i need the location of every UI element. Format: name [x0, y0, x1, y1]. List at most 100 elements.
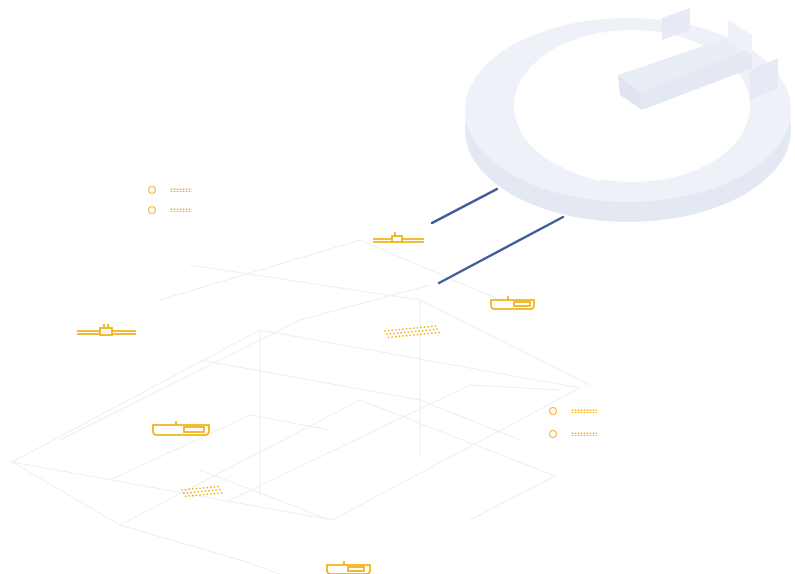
- trace-dot: [389, 332, 392, 335]
- trace-dot: [418, 330, 421, 332]
- trace-dot: [213, 486, 216, 488]
- legend-item: [148, 184, 192, 196]
- trace-dot: [400, 331, 403, 334]
- trace-dot: [405, 334, 408, 337]
- trace-dot: [398, 335, 401, 338]
- legend-item: [549, 405, 597, 417]
- trace-dot: [202, 487, 205, 489]
- trace-dot: [409, 327, 412, 330]
- circle-outline-icon: [549, 430, 557, 438]
- device-module-icon: [152, 421, 210, 436]
- trace-dot: [220, 492, 223, 494]
- power-symbol-icon: [465, 8, 791, 222]
- trace-dot: [186, 491, 189, 494]
- trace-dot: [409, 334, 412, 337]
- trace-dot: [209, 486, 212, 489]
- trace-dot: [432, 328, 435, 331]
- trace-dot: [430, 325, 433, 328]
- legend-item: [549, 428, 597, 440]
- trace-dot: [425, 329, 428, 332]
- trace-dot: [215, 489, 218, 491]
- trace-dot: [213, 492, 216, 495]
- trace-dot: [420, 333, 422, 336]
- trace-dot: [217, 492, 219, 495]
- connector-icon: [373, 232, 424, 243]
- dotted-trace-icon: [181, 485, 223, 498]
- trace-dot: [405, 328, 408, 330]
- trace-dot: [387, 336, 390, 339]
- trace-dot: [407, 331, 410, 333]
- trace-dot: [394, 335, 397, 338]
- trace-dot: [204, 490, 207, 492]
- dotted-trace-icon: [571, 409, 597, 413]
- device-module-icon: [490, 296, 535, 310]
- trace-dot: [402, 335, 404, 337]
- trace-dot: [391, 329, 394, 332]
- trace-dot: [197, 490, 200, 493]
- trace-dot: [394, 329, 397, 331]
- connection-lines: [430, 187, 565, 285]
- circle-outline-icon: [549, 407, 557, 415]
- trace-dot: [184, 495, 187, 498]
- connection-line: [430, 187, 499, 225]
- trace-dot: [396, 332, 399, 334]
- dotted-trace-icon: [170, 188, 192, 192]
- trace-dot: [211, 489, 214, 492]
- trace-dot: [416, 333, 419, 336]
- trace-dot: [427, 325, 430, 328]
- trace-dot: [181, 489, 183, 491]
- trace-dot: [430, 332, 433, 335]
- trace-dot: [209, 493, 212, 495]
- trace-dot: [385, 333, 388, 336]
- trace-dot: [414, 330, 417, 333]
- trace-dot: [200, 490, 203, 493]
- trace-dot: [199, 487, 201, 490]
- trace-dot: [434, 331, 437, 334]
- trace-dot: [412, 327, 415, 330]
- circle-outline-icon: [148, 186, 156, 194]
- trace-dot: [387, 329, 390, 332]
- trace-dot: [423, 333, 426, 335]
- connector-icon: [77, 324, 136, 336]
- trace-dot: [423, 326, 426, 328]
- dotted-trace-icon: [571, 432, 597, 436]
- trace-dot: [202, 493, 205, 496]
- trace-dot: [421, 329, 424, 332]
- trace-dot: [193, 491, 196, 493]
- legend-group: [148, 184, 192, 216]
- isometric-grid: [10, 239, 591, 574]
- trace-dot: [420, 326, 422, 329]
- trace-dot: [438, 331, 440, 334]
- trace-dot: [218, 488, 221, 491]
- trace-dot: [412, 334, 415, 336]
- trace-dot: [384, 330, 386, 332]
- trace-dot: [206, 493, 209, 496]
- trace-dot: [402, 328, 404, 331]
- legend-group: [549, 405, 597, 440]
- trace-dot: [411, 330, 413, 333]
- trace-dot: [398, 328, 401, 331]
- trace-dot: [188, 488, 191, 491]
- trace-dot: [393, 332, 395, 335]
- trace-dot: [195, 494, 198, 497]
- trace-dot: [206, 486, 209, 489]
- trace-dot: [190, 491, 192, 494]
- trace-dot: [434, 325, 437, 327]
- circle-outline-icon: [148, 206, 156, 214]
- trace-dot: [199, 494, 201, 496]
- dotted-trace-icon: [170, 208, 192, 212]
- trace-dot: [217, 485, 219, 488]
- trace-dot: [403, 331, 406, 334]
- trace-dot: [208, 489, 210, 492]
- trace-dot: [391, 336, 394, 338]
- trace-dot: [429, 329, 431, 331]
- device-module-icon: [326, 561, 371, 574]
- trace-dot: [436, 328, 439, 331]
- dotted-trace-icon: [384, 325, 440, 339]
- trace-dot: [416, 327, 419, 329]
- trace-dot: [184, 488, 187, 491]
- trace-dot: [195, 487, 198, 490]
- trace-dot: [191, 494, 194, 497]
- legend-item: [148, 204, 192, 216]
